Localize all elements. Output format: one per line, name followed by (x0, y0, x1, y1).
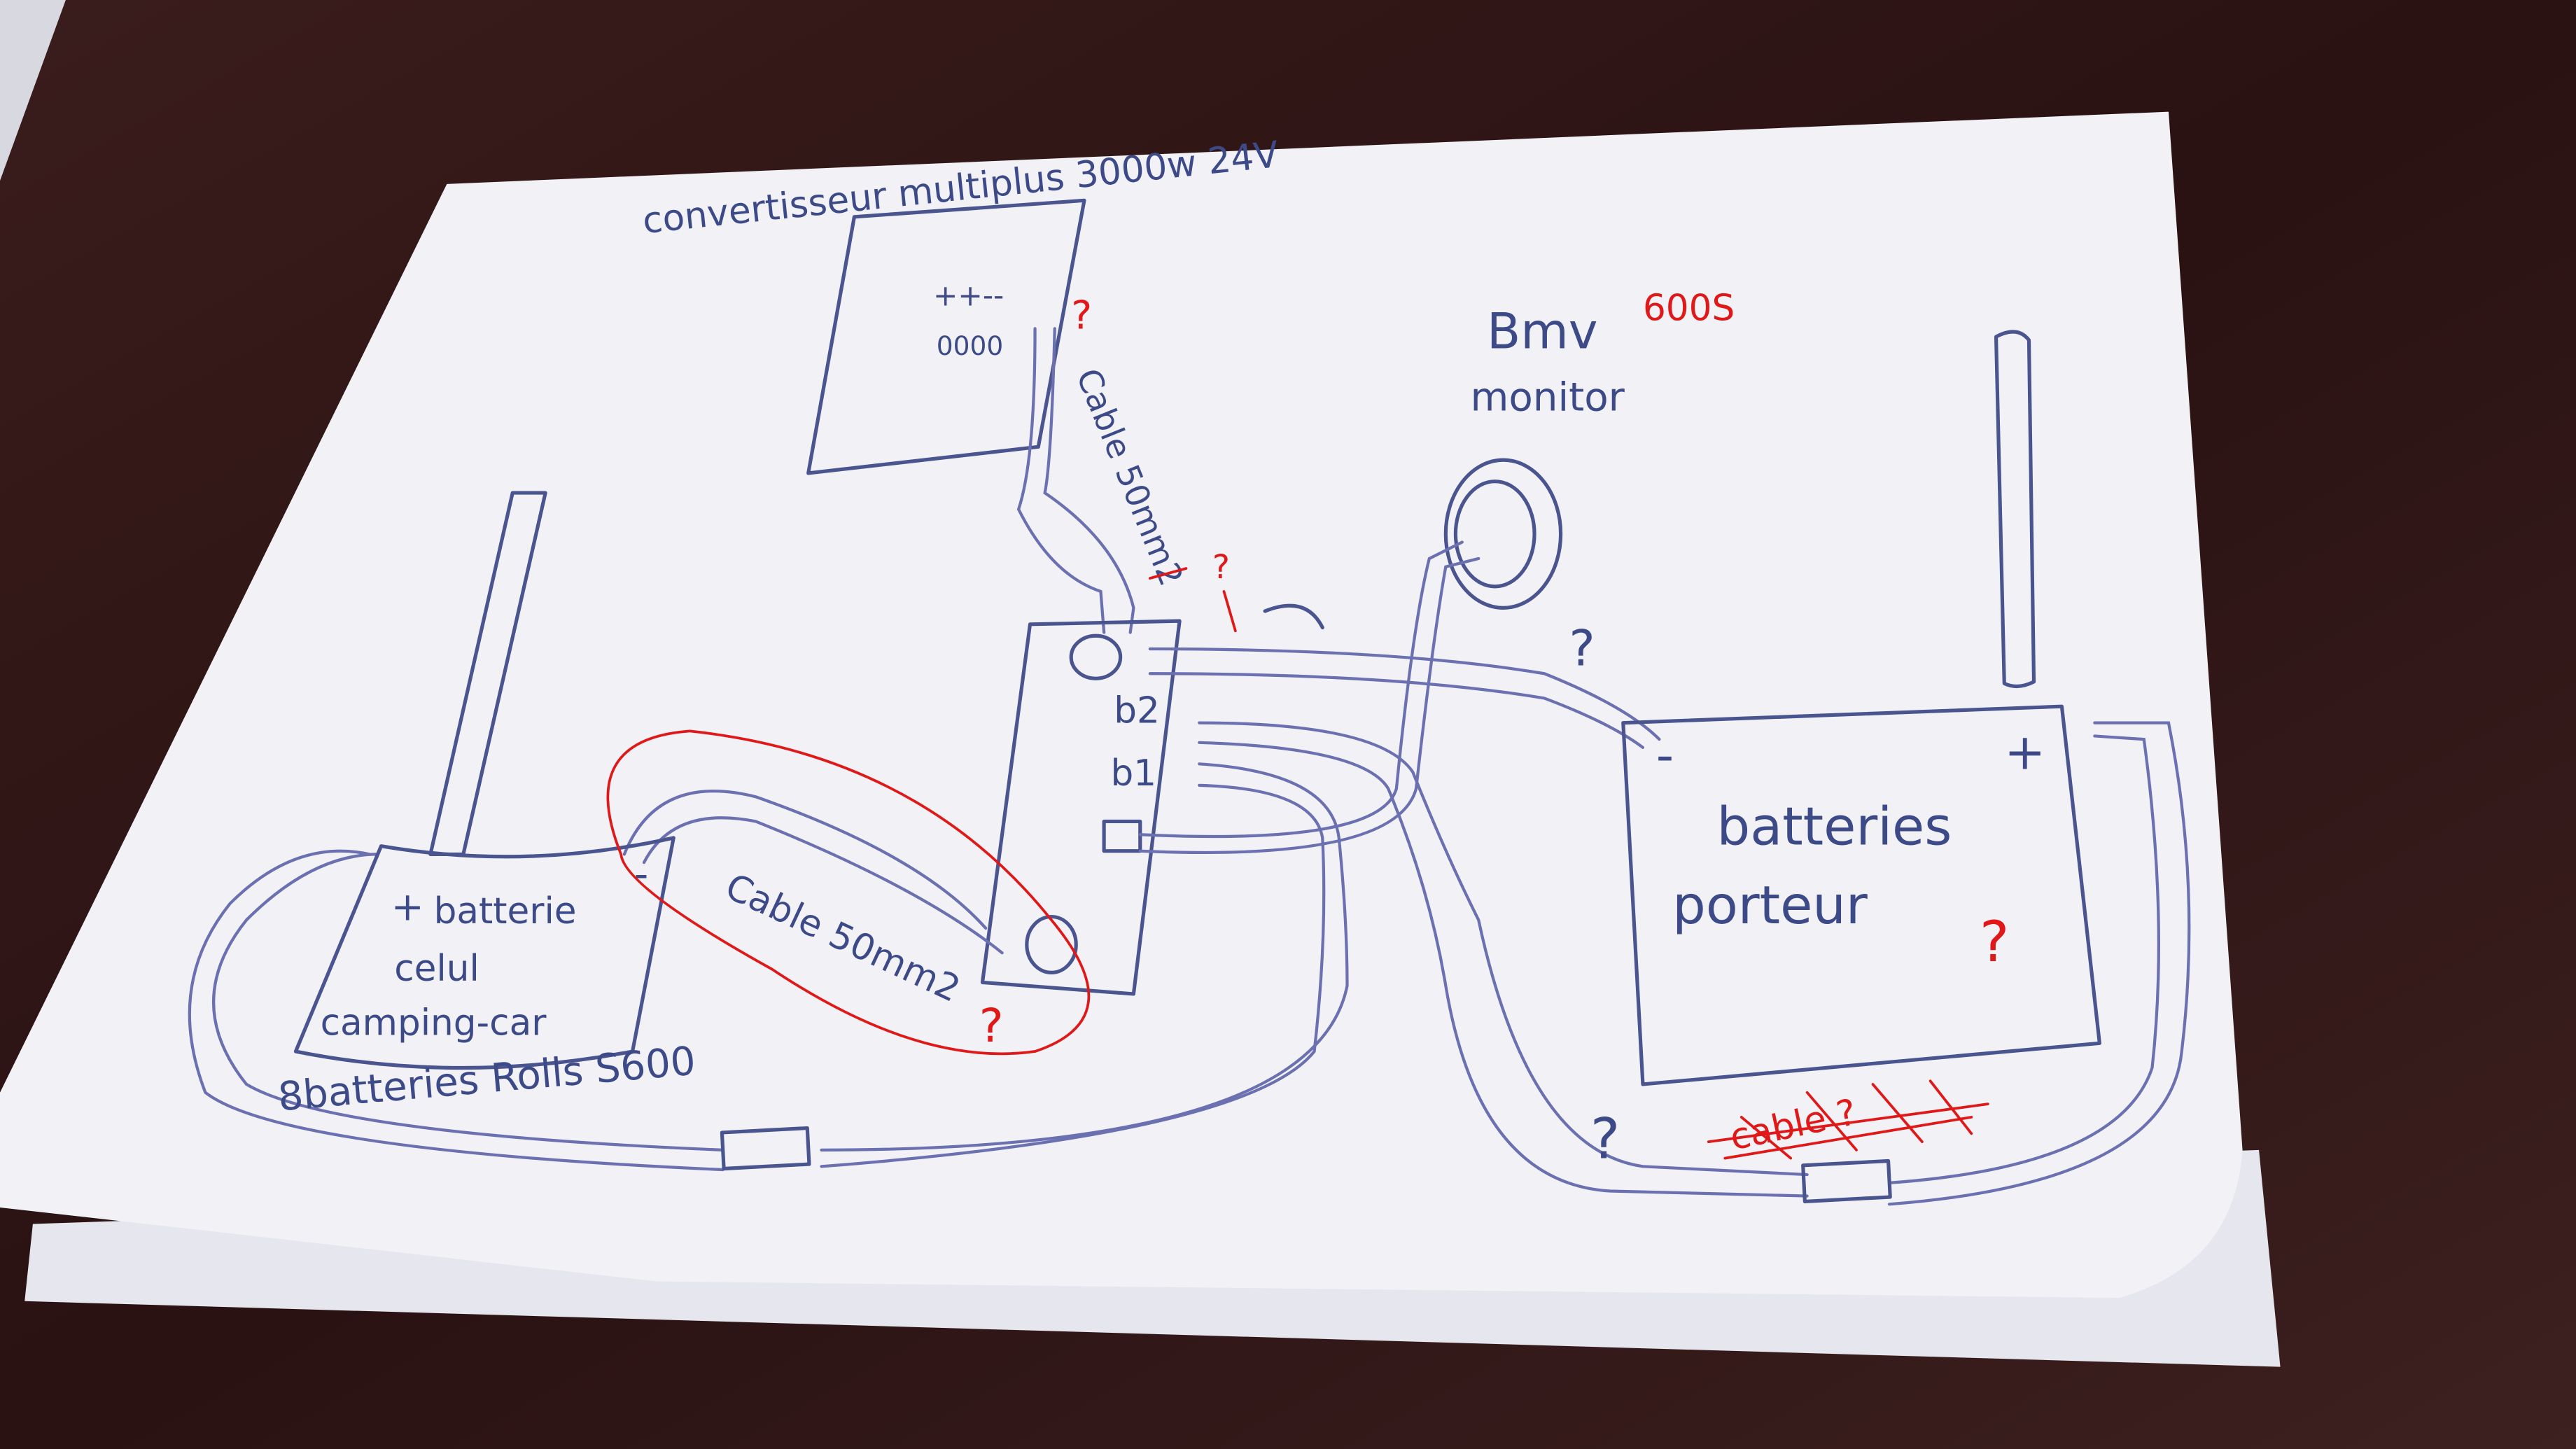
question-mark: ? (1590, 1107, 1620, 1172)
question-mark: ? (1569, 620, 1595, 678)
monitor-model: Bmv (1487, 303, 1598, 360)
left-battery-line3: camping-car (321, 1002, 547, 1044)
left-battery-minus: - (634, 851, 648, 897)
converter-terminals: ++-- (933, 279, 1004, 313)
monitor-label: monitor (1471, 375, 1625, 421)
question-mark: ? (1980, 909, 2009, 974)
monitor-model-number: 600S (1643, 288, 1735, 330)
bus-label-b2: b2 (1114, 690, 1160, 732)
converter-terminal-holes: 0000 (937, 330, 1004, 361)
bmv-monitor: Bmv 600S monitor ? (1443, 288, 1735, 678)
left-battery-plus: + (391, 884, 424, 930)
right-battery-box: - + batteries porteur ? (1621, 704, 2101, 1086)
right-battery-plus: + (2004, 723, 2045, 780)
paper-corner (0, 0, 66, 181)
left-battery-line1: batterie (434, 890, 577, 932)
question-mark: ? (1071, 293, 1092, 338)
right-battery-line2: porteur (1672, 874, 1868, 936)
paper-sheet (0, 111, 2243, 1298)
question-mark: ? (979, 1000, 1004, 1053)
bus-label-b1: b1 (1111, 752, 1157, 794)
left-battery-line2: celul (394, 948, 479, 990)
right-battery-line1: batteries (1717, 795, 1952, 857)
right-battery-minus: - (1656, 727, 1674, 784)
question-mark: ? (1212, 548, 1230, 587)
